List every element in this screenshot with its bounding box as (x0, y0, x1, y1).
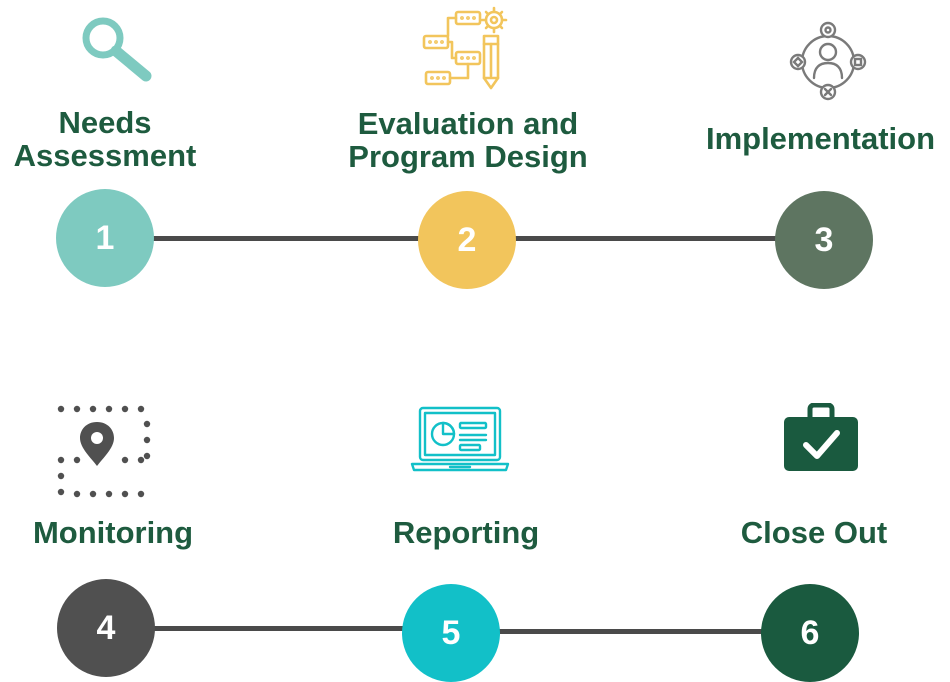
step-3-number: 3 (814, 220, 834, 259)
step-2-number: 2 (457, 220, 477, 259)
connector-1-2 (105, 236, 467, 241)
step-3-title-line1: Implementation (705, 121, 936, 156)
magnifying-glass-icon (78, 14, 156, 82)
step-5-title-line1: Reporting (392, 515, 540, 550)
step-2-title-line2: Program Design (348, 139, 588, 174)
person-network-icon (786, 20, 870, 104)
laptop-report-icon (410, 406, 510, 474)
step-4-title: Monitoring (13, 516, 213, 549)
step-5-title: Reporting (366, 516, 566, 549)
step-5-number: 5 (441, 613, 461, 652)
map-pin-selection-icon (53, 404, 155, 500)
connector-2-3 (467, 236, 824, 241)
connector-4-5 (106, 626, 451, 631)
connector-5-6 (451, 629, 809, 634)
step-2-title: Evaluation and Program Design (318, 107, 618, 173)
step-2-title-line1: Evaluation and (357, 106, 579, 141)
step-1-circle: 1 (56, 189, 154, 287)
step-6-number: 6 (800, 613, 820, 652)
step-1-number: 1 (95, 218, 115, 257)
step-4-number: 4 (96, 608, 116, 647)
step-5-circle: 5 (402, 584, 500, 682)
step-6-title: Close Out (714, 516, 914, 549)
step-1-title-line2: Assessment (13, 138, 197, 173)
flowchart-pencil-gear-icon (418, 6, 512, 90)
briefcase-check-icon (782, 402, 860, 473)
step-1-title-line1: Needs (58, 105, 152, 140)
step-1-title: Needs Assessment (5, 106, 205, 172)
step-4-circle: 4 (57, 579, 155, 677)
step-4-title-line1: Monitoring (32, 515, 194, 550)
step-6-circle: 6 (761, 584, 859, 682)
step-2-circle: 2 (418, 191, 516, 289)
step-3-circle: 3 (775, 191, 873, 289)
step-6-title-line1: Close Out (740, 515, 888, 550)
step-3-title: Implementation (693, 122, 948, 155)
